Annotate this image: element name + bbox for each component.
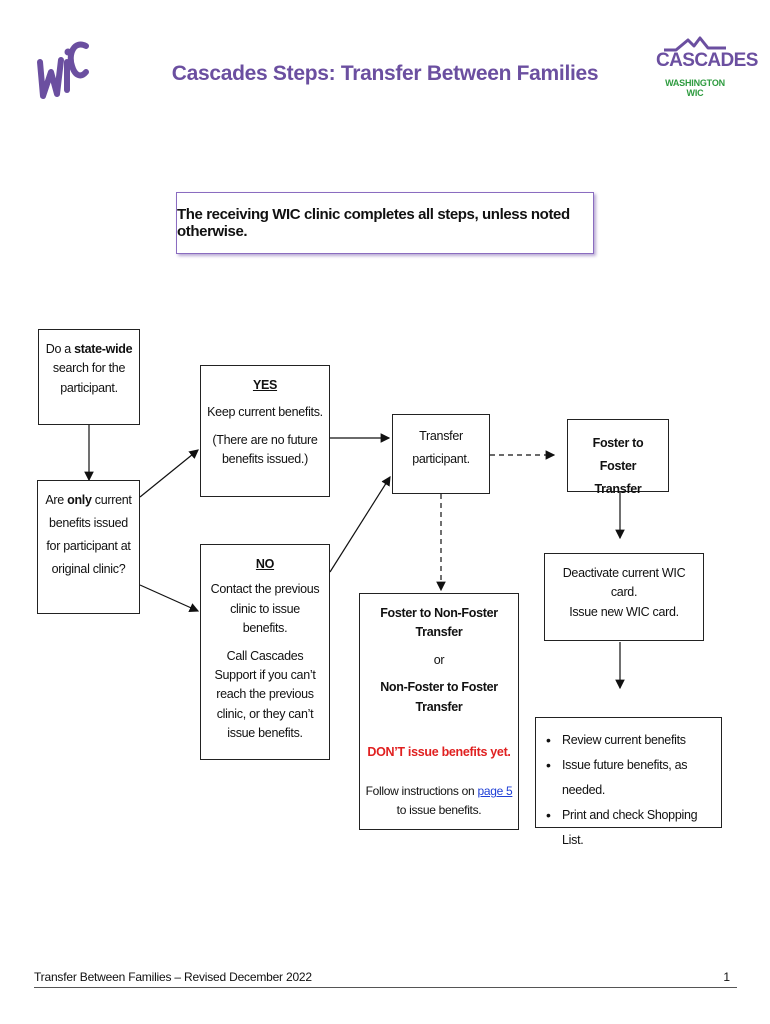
cascades-logo: CASCADES WASHINGTON WIC [656, 32, 758, 98]
arrow-no-to-transfer [329, 475, 391, 573]
box-statewide-search: Do a state-wide search for the participa… [38, 329, 140, 425]
deactivate-line2: Issue new WIC card. [569, 604, 679, 619]
no-heading: NO [255, 557, 275, 571]
box-no: NO Contact the previous clinic to issue … [200, 544, 330, 760]
footer-rule [34, 987, 737, 988]
yes-heading: YES [252, 378, 278, 392]
box-transfer-participant: Transfer participant. [392, 414, 490, 494]
box-foster-to-foster: Foster to Foster Transfer [567, 419, 669, 496]
deactivate-line1: Deactivate current WIC card. [562, 566, 686, 600]
list-item: Print and check Shopping List. [540, 803, 717, 853]
box-only-current-benefits: Are only current benefits issued for par… [37, 480, 140, 614]
page-5-link[interactable]: page 5 [477, 784, 513, 799]
nonfoster-or: or [433, 652, 445, 667]
list-item: Issue future benefits, as needed. [540, 753, 717, 803]
nonfoster-warning: DON’T issue benefits yet. [367, 744, 511, 759]
review-list: Review current benefits Issue future ben… [540, 728, 717, 853]
yes-line2: (There are no future benefits issued.) [212, 432, 318, 467]
box-foster-nonfoster-transfer: Foster to Non-Foster Transfer or Non-Fos… [359, 593, 519, 830]
page-number: 1 [723, 970, 730, 984]
wic-logo [37, 41, 89, 99]
nonfoster-follow: Follow instructions on page 5 to issue b… [365, 784, 513, 817]
nonfoster-line2: Non-Foster to Foster Transfer [380, 680, 498, 714]
arrow-only-to-no [139, 584, 200, 612]
arrow-only-to-yes [139, 449, 199, 498]
no-line2: Call Cascades Support if you can’t reach… [214, 648, 316, 741]
box-yes: YES Keep current benefits. (There are no… [200, 365, 330, 497]
list-item: Review current benefits [540, 728, 717, 753]
box-review-benefits: Review current benefits Issue future ben… [535, 717, 722, 847]
banner-text: The receiving WIC clinic completes all s… [177, 206, 570, 240]
mountain-icon [664, 36, 726, 52]
nonfoster-line1: Foster to Non-Foster Transfer [380, 606, 498, 640]
instruction-banner: The receiving WIC clinic completes all s… [176, 192, 594, 254]
cascades-logo-sub: WASHINGTON WIC [665, 78, 725, 98]
footer-text: Transfer Between Families – Revised Dece… [34, 970, 312, 984]
no-line1: Contact the previous clinic to issue ben… [210, 582, 320, 636]
yes-line1: Keep current benefits. [207, 405, 323, 420]
page-title: Cascades Steps: Transfer Between Familie… [171, 62, 599, 85]
cascades-logo-name: CASCADES [656, 50, 758, 71]
box-deactivate-card: Deactivate current WIC card. Issue new W… [544, 553, 704, 641]
